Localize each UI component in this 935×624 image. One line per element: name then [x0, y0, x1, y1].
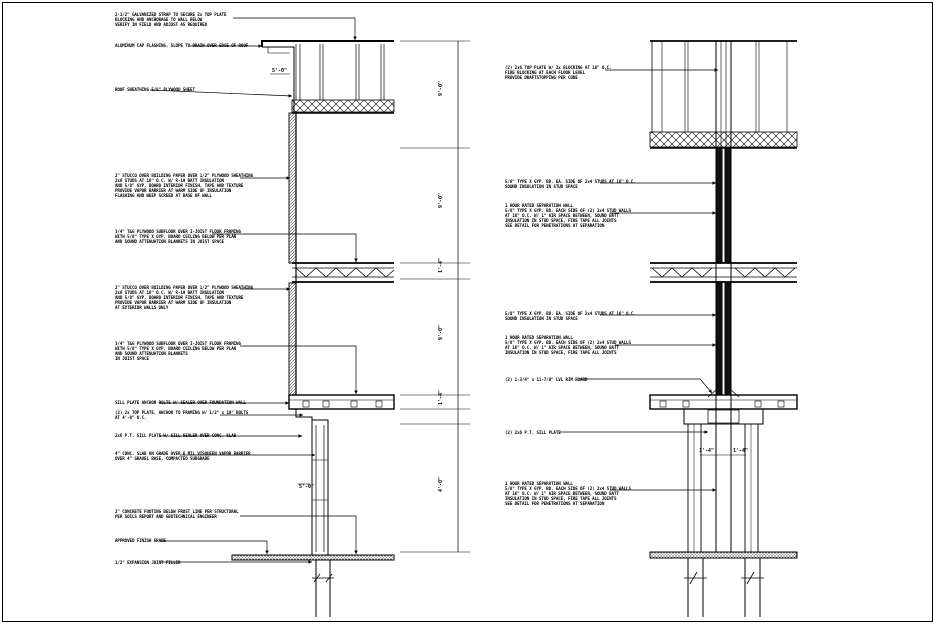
dim-level-1: 4'-0" [438, 477, 444, 492]
note-right-1: (2) 2x6 TOP PLATE W/ 2x BLOCKING AT 16" … [505, 65, 612, 80]
note-left-5: 3/4" T&G PLYWOOD SUBFLOOR OVER I-JOIST F… [115, 229, 241, 244]
note-left-3: ROOF SHEATHING 5/8" PLYWOOD SHEET [115, 87, 195, 92]
note-left-7: 3/4" T&G PLYWOOD SUBFLOOR OVER I-JOIST F… [115, 341, 241, 361]
dim-footing: 5'-0" [299, 484, 314, 490]
note-left-12: 2" CONCRETE FOOTING BELOW FROST LINE PER… [115, 509, 239, 519]
note-left-13: APPROVED FINISH GRADE [115, 538, 166, 543]
left-notes: 2-1/2" GALVANIZED STRAP TO SECURE 2x TOP… [115, 12, 254, 565]
note-left-4: 2" STUCCO OVER BUILDING PAPER OVER 1/2" … [115, 173, 254, 198]
dim-level-2: 9'-0" [438, 325, 444, 340]
note-left-14: 1/2" EXPANSION JOINT FILLER [115, 560, 181, 565]
note-right-2: 5/8" TYPE X GYP. BD. EA. SIDE OF 2x4 STU… [505, 179, 636, 189]
note-left-10: 2x6 P.T. SILL PLATE W/ SILL SEALER OVER … [115, 433, 237, 438]
dim-level-3: 9'-0" [438, 193, 444, 208]
note-left-11: 4" CONC. SLAB ON GRADE OVER 6 MIL VISQUE… [115, 451, 251, 461]
dim-right-a: 1'-4" [699, 448, 714, 454]
note-left-1: 2-1/2" GALVANIZED STRAP TO SECURE 2x TOP… [115, 12, 227, 27]
right-notes: (2) 2x6 TOP PLATE W/ 2x BLOCKING AT 16" … [505, 65, 636, 506]
dim-floor-1: 1'-4" [438, 258, 444, 273]
dimension-labels: 9'-0" 9'-0" 1'-4" 9'-0" 1'-4" 4'-0" 5'-0… [272, 68, 748, 492]
note-right-7: (2) 2x6 P.T. SILL PLATE [505, 430, 561, 435]
note-left-8: SILL PLATE ANCHOR BOLTS W/ SEALER OVER F… [115, 400, 246, 405]
dim-parapet: 5'-0" [272, 68, 287, 74]
note-right-4: 5/8" TYPE X GYP. BD. EA. SIDE OF 2x4 STU… [505, 311, 636, 321]
note-left-6: 2" STUCCO OVER BUILDING PAPER OVER 1/2" … [115, 285, 254, 310]
note-left-9: (2) 2x TOP PLATE, ANCHOR TO FRAMING W/ 1… [115, 410, 249, 420]
dim-floor-2: 1'-4" [438, 390, 444, 405]
dim-roof: 9'-0" [438, 81, 444, 96]
left-wall-section [231, 40, 470, 617]
note-left-2: ALUMINUM CAP FLASHING, SLOPE TO DRAIN OV… [115, 43, 249, 48]
leader-lines [149, 17, 718, 564]
right-wall-section [649, 40, 798, 617]
dim-right-b: 1'-4" [733, 448, 748, 454]
note-right-6: (2) 1-3/4" x 11-7/8" LVL RIM BOARD [505, 377, 588, 382]
